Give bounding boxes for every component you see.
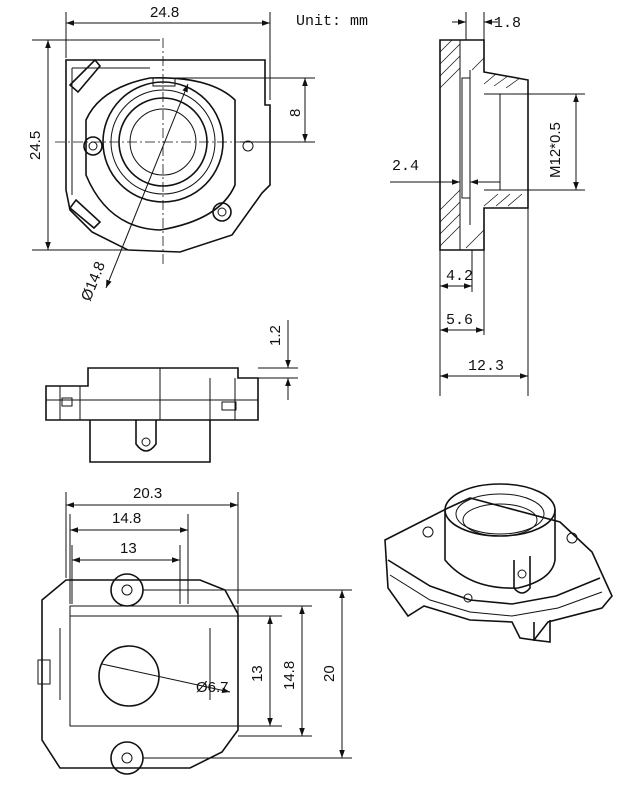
top-width-dim: 24.8 bbox=[150, 4, 179, 21]
bottom-hole-dim: Ø6.7 bbox=[196, 679, 229, 696]
side-section-view: 1.8 M12*0.5 2.4 4.2 5.6 12.3 bbox=[390, 12, 585, 396]
front-view: 1.2 bbox=[45, 320, 298, 463]
side-total-dim: 12.3 bbox=[468, 358, 504, 375]
bottom-w2-dim: 14.8 bbox=[112, 510, 141, 527]
unit-label: Unit: mm bbox=[296, 13, 368, 30]
top-offset-dim: 8 bbox=[287, 109, 304, 117]
bottom-view: 20.3 14.8 13 Ø6.7 13 14.8 20 bbox=[37, 485, 352, 775]
bottom-h3-dim: 20 bbox=[321, 665, 338, 682]
side-top-dim: 1.8 bbox=[494, 15, 521, 32]
bottom-w1-dim: 20.3 bbox=[133, 485, 162, 502]
top-diameter-dim: Ø14.8 bbox=[78, 259, 109, 303]
top-view: 24.8 24.5 8 Ø14.8 bbox=[27, 4, 315, 303]
side-d2-dim: 5.6 bbox=[446, 312, 473, 329]
bottom-w3-dim: 13 bbox=[120, 540, 137, 557]
side-thread-dim: M12*0.5 bbox=[547, 122, 564, 178]
side-left-dim: 2.4 bbox=[392, 158, 419, 175]
bottom-h2-dim: 14.8 bbox=[281, 661, 298, 690]
bottom-h1-dim: 13 bbox=[249, 665, 266, 682]
front-thickness-dim: 1.2 bbox=[267, 325, 284, 346]
side-d1-dim: 4.2 bbox=[446, 268, 473, 285]
top-height-dim: 24.5 bbox=[27, 131, 44, 160]
isometric-view bbox=[384, 483, 613, 643]
